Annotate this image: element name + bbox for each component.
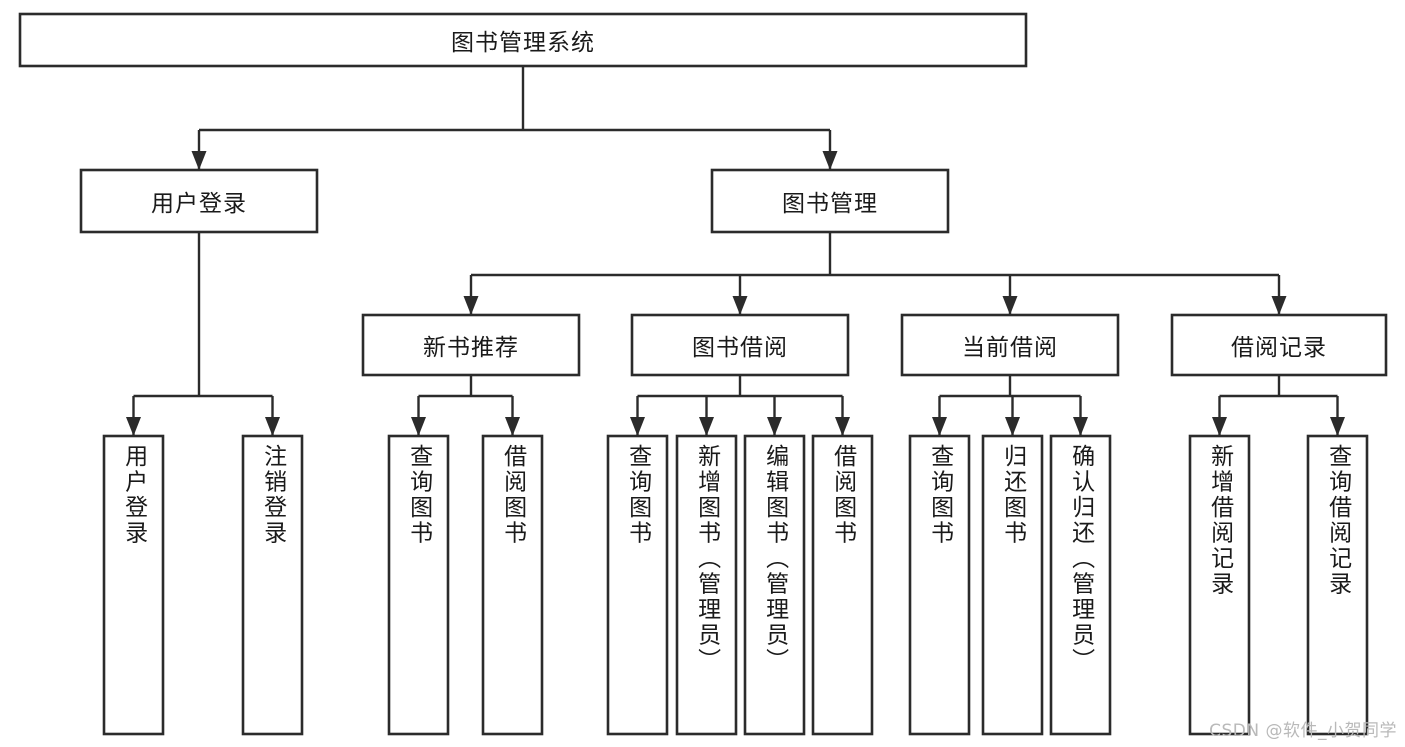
arrow-head-icon [1002,296,1018,315]
arrow-head-icon [835,417,850,436]
node-box-leaf-borrow-book[interactable] [811,434,874,736]
arrow-head-icon [822,151,838,170]
node-box-leaf-edit-book[interactable] [743,434,806,736]
node-box-leaf-user-logout[interactable] [241,434,304,736]
arrow-head-icon [1330,417,1345,436]
connectors-layer [126,66,1345,436]
node-box-leaf-query-record[interactable] [1306,434,1369,736]
node-box-book-management[interactable] [710,168,950,234]
node-box-current-borrow[interactable] [900,313,1120,377]
arrow-head-icon [505,417,520,436]
arrow-head-icon [1212,417,1227,436]
node-box-new-book-recommend[interactable] [361,313,581,377]
node-box-leaf-return-book[interactable] [981,434,1044,736]
arrow-head-icon [767,417,782,436]
node-box-leaf-query-book-borrow[interactable] [606,434,669,736]
arrow-head-icon [1271,296,1287,315]
arrow-head-icon [932,417,947,436]
watermark-text: CSDN @软件_小贺同学 [1209,721,1397,741]
node-box-leaf-confirm-return[interactable] [1049,434,1112,736]
arrow-head-icon [699,417,714,436]
node-box-root[interactable] [18,12,1028,68]
node-box-leaf-query-book-rec[interactable] [387,434,450,736]
node-box-leaf-add-record[interactable] [1188,434,1251,736]
arrow-head-icon [265,417,280,436]
node-box-user-login[interactable] [79,168,319,234]
arrow-head-icon [630,417,645,436]
node-box-leaf-borrow-book-rec[interactable] [481,434,544,736]
node-box-book-borrow[interactable] [630,313,850,377]
node-box-leaf-query-book-current[interactable] [908,434,971,736]
node-box-leaf-add-book[interactable] [675,434,738,736]
arrow-head-icon [463,296,479,315]
arrow-head-icon [191,151,207,170]
arrow-head-icon [126,417,141,436]
boxes-layer [18,12,1388,736]
node-box-leaf-user-login[interactable] [102,434,165,736]
arrow-head-icon [1005,417,1020,436]
arrow-head-icon [1073,417,1088,436]
arrow-head-icon [411,417,426,436]
arrow-head-icon [732,296,748,315]
node-box-borrow-record[interactable] [1170,313,1388,377]
